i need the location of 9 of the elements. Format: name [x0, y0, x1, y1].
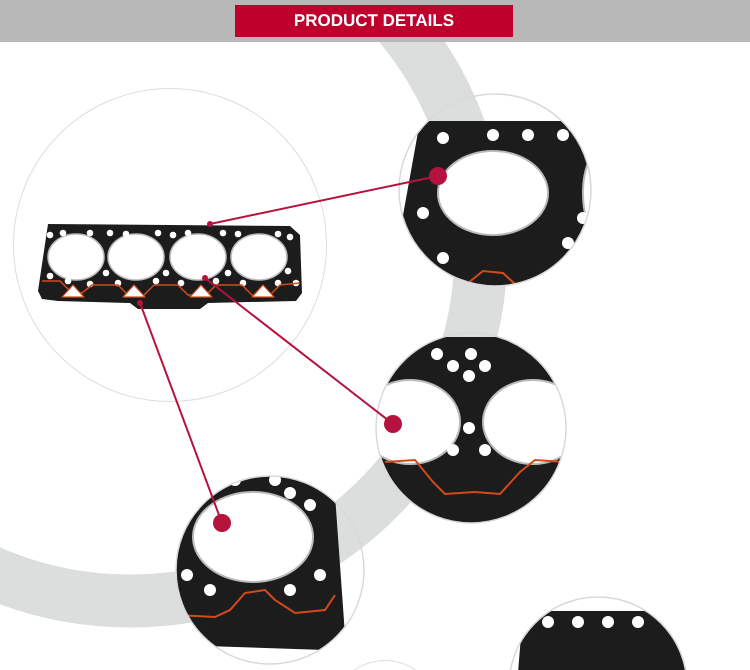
title-banner: PRODUCT DETAILS	[235, 5, 513, 37]
leader-line	[202, 275, 402, 433]
gasket-closeup-drawing	[398, 93, 592, 287]
leader-line	[207, 167, 447, 227]
gasket-closeup-drawing	[375, 332, 567, 524]
gasket-closeup-drawing	[175, 475, 365, 665]
outline-circle	[13, 88, 327, 402]
leader-line	[137, 300, 231, 532]
gasket-drawing	[38, 221, 303, 311]
